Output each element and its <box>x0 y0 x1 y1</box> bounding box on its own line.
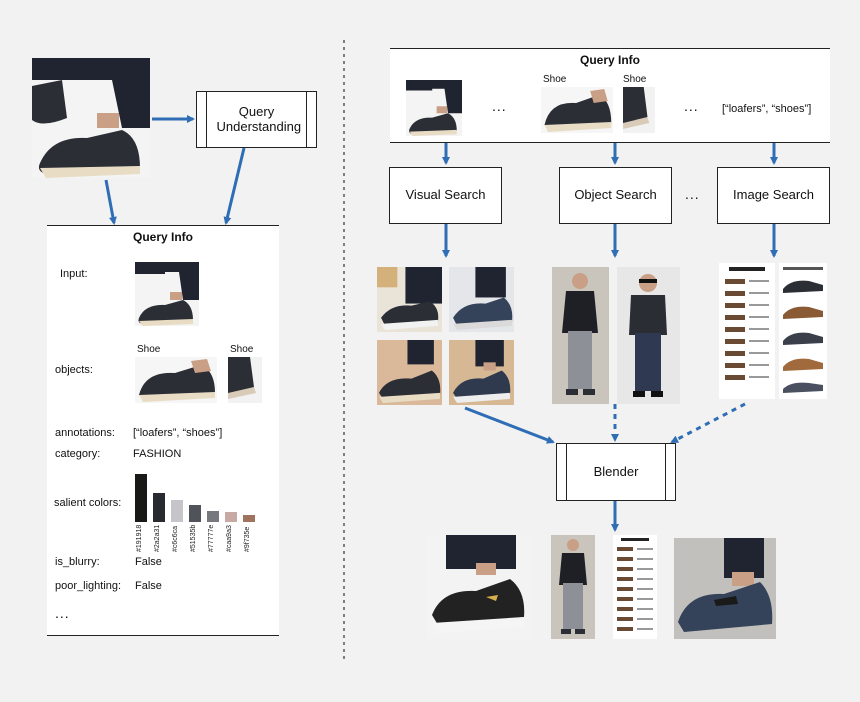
object-search-box: Object Search <box>559 167 672 224</box>
arrow-image-to-blender <box>670 402 746 444</box>
category-label: category: <box>55 448 101 460</box>
salient-color-code: #2a2a31 <box>154 524 161 552</box>
salient-colors-chart: #191918 #2a2a31 #c6c6ca #51535b #77777e #caa9… <box>132 470 272 552</box>
query-understanding-label: Query Understanding <box>216 103 302 134</box>
visual-result-3 <box>377 340 442 405</box>
right-query-thumbnail <box>406 80 462 136</box>
salient-color-bar <box>153 493 165 522</box>
salient-color-code: #77777e <box>208 524 215 552</box>
object-crop-2 <box>228 357 262 403</box>
visual-search-box: Visual Search <box>389 167 502 224</box>
salient-color-code: #9f735e <box>244 526 251 552</box>
salient-color-bar <box>189 505 201 522</box>
more-fields-ellipsis: ... <box>55 605 70 621</box>
image-result-1 <box>719 263 775 399</box>
object-tag-2: Shoe <box>230 344 254 355</box>
output-result-3 <box>613 535 657 639</box>
arrow-visual-to-blender <box>464 406 555 444</box>
salient-color-bar <box>207 511 219 522</box>
object-crop-1 <box>135 357 217 403</box>
salient-colors-label: salient colors: <box>54 497 122 509</box>
category-value: FASHION <box>133 448 182 460</box>
visual-result-1 <box>377 267 442 332</box>
salient-color-bar <box>243 515 255 522</box>
salient-color-code: #c6c6ca <box>172 525 179 552</box>
output-result-1 <box>426 535 532 639</box>
input-thumbnail <box>135 262 199 326</box>
salient-color-bar <box>135 474 147 522</box>
arrow-image-to-info <box>104 179 117 225</box>
object-tag-1: Shoe <box>137 344 161 355</box>
is-blurry-value: False <box>135 556 162 568</box>
output-result-2 <box>551 535 595 639</box>
image-search-box: Image Search <box>717 167 830 224</box>
annotations-value: [“loafers”, “shoes”] <box>133 427 223 439</box>
visual-result-4 <box>449 340 514 405</box>
right-shoe-tag-1: Shoe <box>543 74 567 85</box>
object-result-2 <box>617 267 680 404</box>
right-object-crop-2 <box>623 87 655 133</box>
object-result-1 <box>552 267 609 404</box>
salient-color-bar <box>171 500 183 522</box>
right-dots-3: ... <box>685 186 700 202</box>
poor-lighting-value: False <box>135 580 162 592</box>
arrow-understanding-to-info <box>223 147 246 225</box>
right-annotations: [“loafers”, “shoes”] <box>722 103 812 115</box>
object-search-label: Object Search <box>574 187 657 203</box>
is-blurry-label: is_blurry: <box>55 556 100 568</box>
poor-lighting-label: poor_lighting: <box>55 580 122 592</box>
image-search-label: Image Search <box>733 187 814 203</box>
salient-color-code: #51535b <box>190 524 197 552</box>
blender-label: Blender <box>593 463 639 479</box>
right-query-info-title: Query Info <box>579 53 640 67</box>
right-object-crop-1 <box>541 87 613 133</box>
image-result-2 <box>779 263 827 399</box>
salient-color-bar <box>225 512 237 522</box>
output-result-4 <box>674 538 776 639</box>
visual-search-label: Visual Search <box>405 187 486 203</box>
right-dots-1: ... <box>492 98 507 114</box>
query-image-main <box>32 58 150 178</box>
left-query-info-title: Query Info <box>132 230 193 244</box>
visual-result-2 <box>449 267 514 332</box>
salient-color-code: #caa9a3 <box>226 525 233 552</box>
right-shoe-tag-2: Shoe <box>623 74 647 85</box>
input-label: Input: <box>60 268 88 280</box>
right-dots-2: ... <box>684 98 699 114</box>
query-understanding-box: Query Understanding <box>196 91 317 148</box>
salient-color-code: #191918 <box>136 524 143 552</box>
annotations-label: annotations: <box>55 427 115 439</box>
objects-label: objects: <box>55 364 93 376</box>
blender-box: Blender <box>556 443 676 501</box>
